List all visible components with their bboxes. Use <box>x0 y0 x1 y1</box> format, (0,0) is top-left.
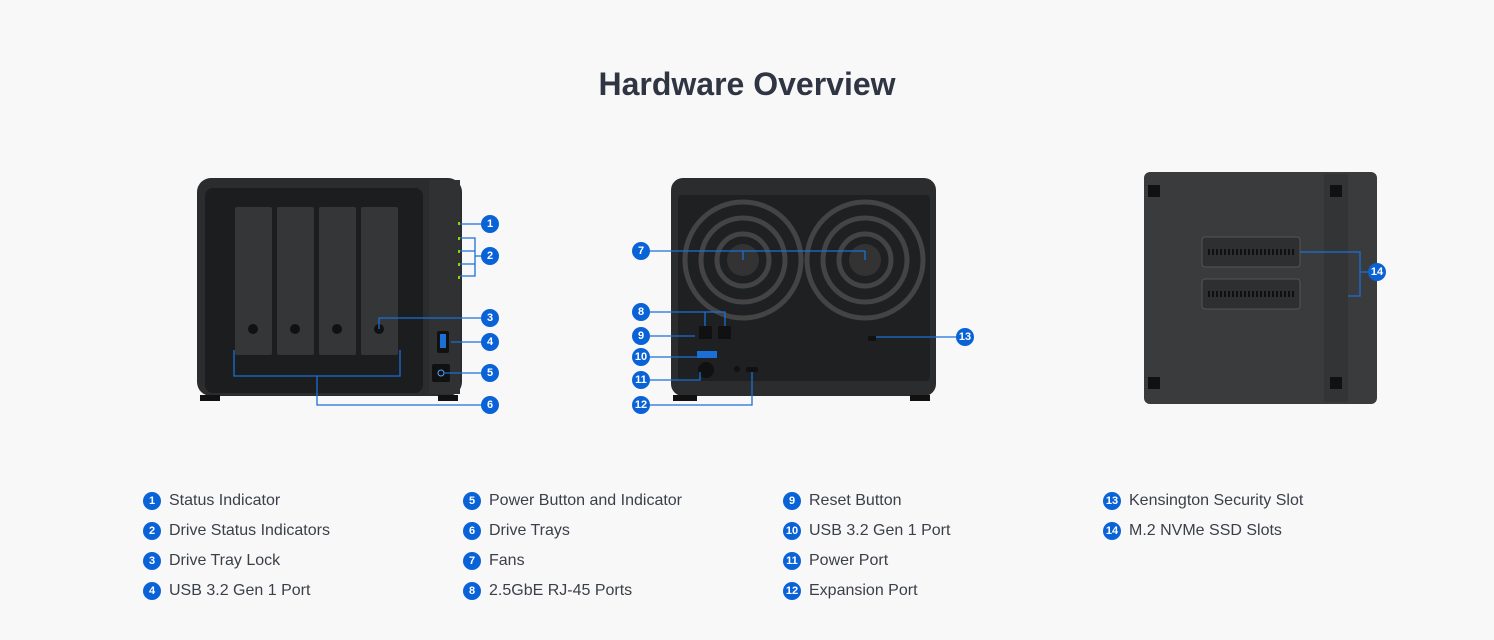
legend-item: 12 Expansion Port <box>783 576 950 606</box>
legend-item: 4 USB 3.2 Gen 1 Port <box>143 576 330 606</box>
legend-label: Fans <box>489 552 525 569</box>
legend-label: Power Port <box>809 552 889 569</box>
legend-item: 2 Drive Status Indicators <box>143 516 330 546</box>
legend-column: 1 Status Indicator 2 Drive Status Indicator… <box>143 486 330 606</box>
legend-item: 11 Power Port <box>783 546 950 576</box>
page-title: Hardware Overview <box>598 66 896 102</box>
legend-number-badge: 2 <box>143 522 161 540</box>
legend-item: 14 M.2 NVMe SSD Slots <box>1103 516 1303 546</box>
legend-column: 5 Power Button and Indicator 6 Drive Trays 7… <box>463 486 682 606</box>
legend-label: Drive Status Indicators <box>169 522 330 539</box>
legend-number-badge: 11 <box>783 552 801 570</box>
callout-11: 11 <box>632 371 650 389</box>
legend-number-badge: 13 <box>1103 492 1121 510</box>
legend-label: 2.5GbE RJ-45 Ports <box>489 582 633 599</box>
legend-item: 6 Drive Trays <box>463 516 682 546</box>
callout-14: 14 <box>1368 263 1386 281</box>
callout-8: 8 <box>632 303 650 321</box>
legend-number-badge: 12 <box>783 582 801 600</box>
callout-10: 10 <box>632 348 650 366</box>
legend-number-badge: 10 <box>783 522 801 540</box>
callout-13: 13 <box>956 328 974 346</box>
bottom-view-image <box>1144 172 1377 404</box>
legend-number-badge: 5 <box>463 492 481 510</box>
legend-label: Power Button and Indicator <box>489 492 683 509</box>
callout-4: 4 <box>481 333 499 351</box>
callout-2: 2 <box>481 247 499 265</box>
callout-5: 5 <box>481 364 499 382</box>
legend-item: 9 Reset Button <box>783 486 950 516</box>
front-view-image <box>197 178 462 401</box>
legend-label: USB 3.2 Gen 1 Port <box>169 582 311 599</box>
legend-column: 9 Reset Button 10 USB 3.2 Gen 1 Port 11 Power… <box>783 486 950 606</box>
legend-number-badge: 8 <box>463 582 481 600</box>
legend-item: 8 2.5GbE RJ-45 Ports <box>463 576 682 606</box>
legend-item: 5 Power Button and Indicator <box>463 486 682 516</box>
legend-number-badge: 9 <box>783 492 801 510</box>
callout-7: 7 <box>632 242 650 260</box>
legend-item: 13 Kensington Security Slot <box>1103 486 1303 516</box>
callout-6: 6 <box>481 396 499 414</box>
legend-number-badge: 1 <box>143 492 161 510</box>
callout-3: 3 <box>481 309 499 327</box>
legend-number-badge: 7 <box>463 552 481 570</box>
legend-item: 7 Fans <box>463 546 682 576</box>
legend-label: Drive Trays <box>489 522 570 539</box>
callout-9: 9 <box>632 327 650 345</box>
legend-item: 1 Status Indicator <box>143 486 330 516</box>
legend-item: 3 Drive Tray Lock <box>143 546 330 576</box>
legend-label: M.2 NVMe SSD Slots <box>1129 522 1282 539</box>
legend-label: Kensington Security Slot <box>1129 492 1304 509</box>
callout-12: 12 <box>632 396 650 414</box>
callout-lines <box>233 223 1377 406</box>
legend-number-badge: 14 <box>1103 522 1121 540</box>
legend-number-badge: 3 <box>143 552 161 570</box>
legend-label: Reset Button <box>809 492 902 509</box>
back-view-image <box>671 178 936 401</box>
legend-number-badge: 4 <box>143 582 161 600</box>
legend-label: Drive Tray Lock <box>169 552 281 569</box>
callout-1: 1 <box>481 215 499 233</box>
legend-number-badge: 6 <box>463 522 481 540</box>
legend-label: Status Indicator <box>169 492 281 509</box>
legend-label: Expansion Port <box>809 582 918 599</box>
legend-item: 10 USB 3.2 Gen 1 Port <box>783 516 950 546</box>
legend-label: USB 3.2 Gen 1 Port <box>809 522 951 539</box>
legend-column: 13 Kensington Security Slot 14 M.2 NVMe SSD… <box>1103 486 1303 546</box>
